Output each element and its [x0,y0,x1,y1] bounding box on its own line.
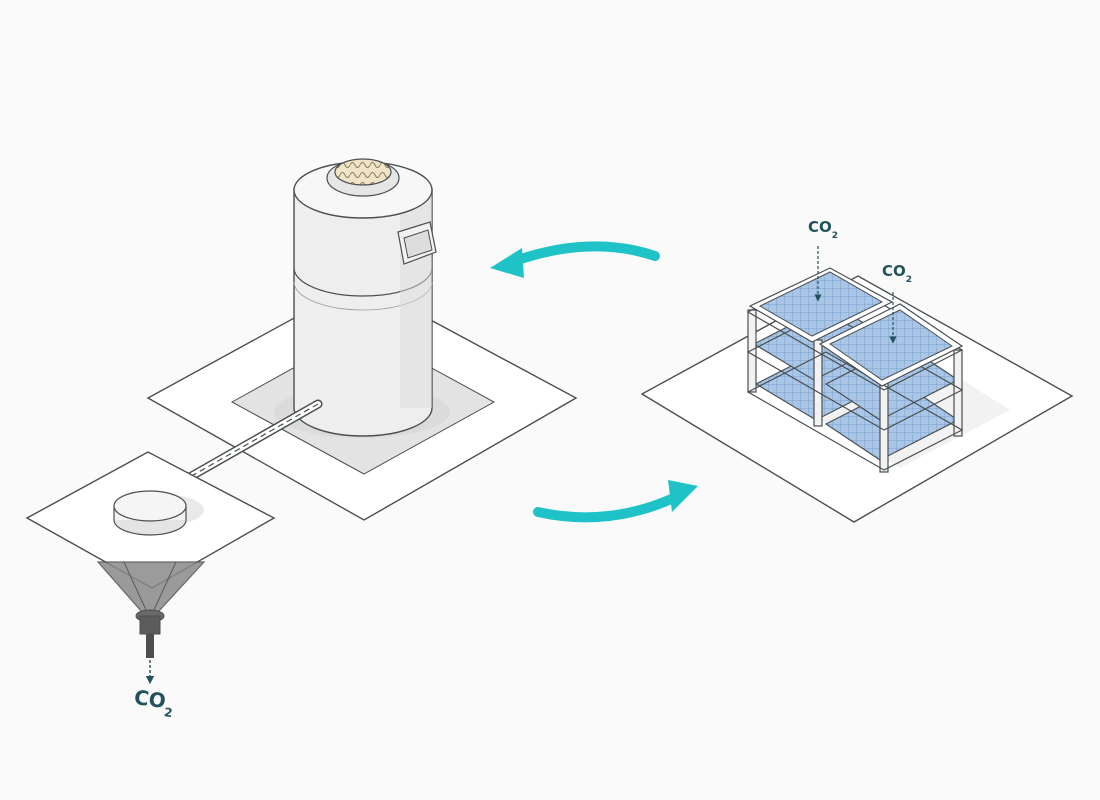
rack-top-tier [748,267,964,387]
collection-disc [113,490,187,536]
co2-input-label-right: CO2 [882,262,912,285]
co2-output-label: CO2 [132,685,176,720]
tank-station [146,158,578,521]
output-funnel [96,561,206,658]
panel-rack-station: CO2 CO2 [640,218,1074,523]
cycle-arrow-bottom-icon [533,480,698,523]
tank-feed-hopper [334,158,392,186]
cycle-arrow-top-icon [490,241,660,278]
collection-station: CO2 [25,451,276,720]
tank-side-hatch [397,221,437,265]
co2-input-label-left: CO2 [808,218,838,241]
